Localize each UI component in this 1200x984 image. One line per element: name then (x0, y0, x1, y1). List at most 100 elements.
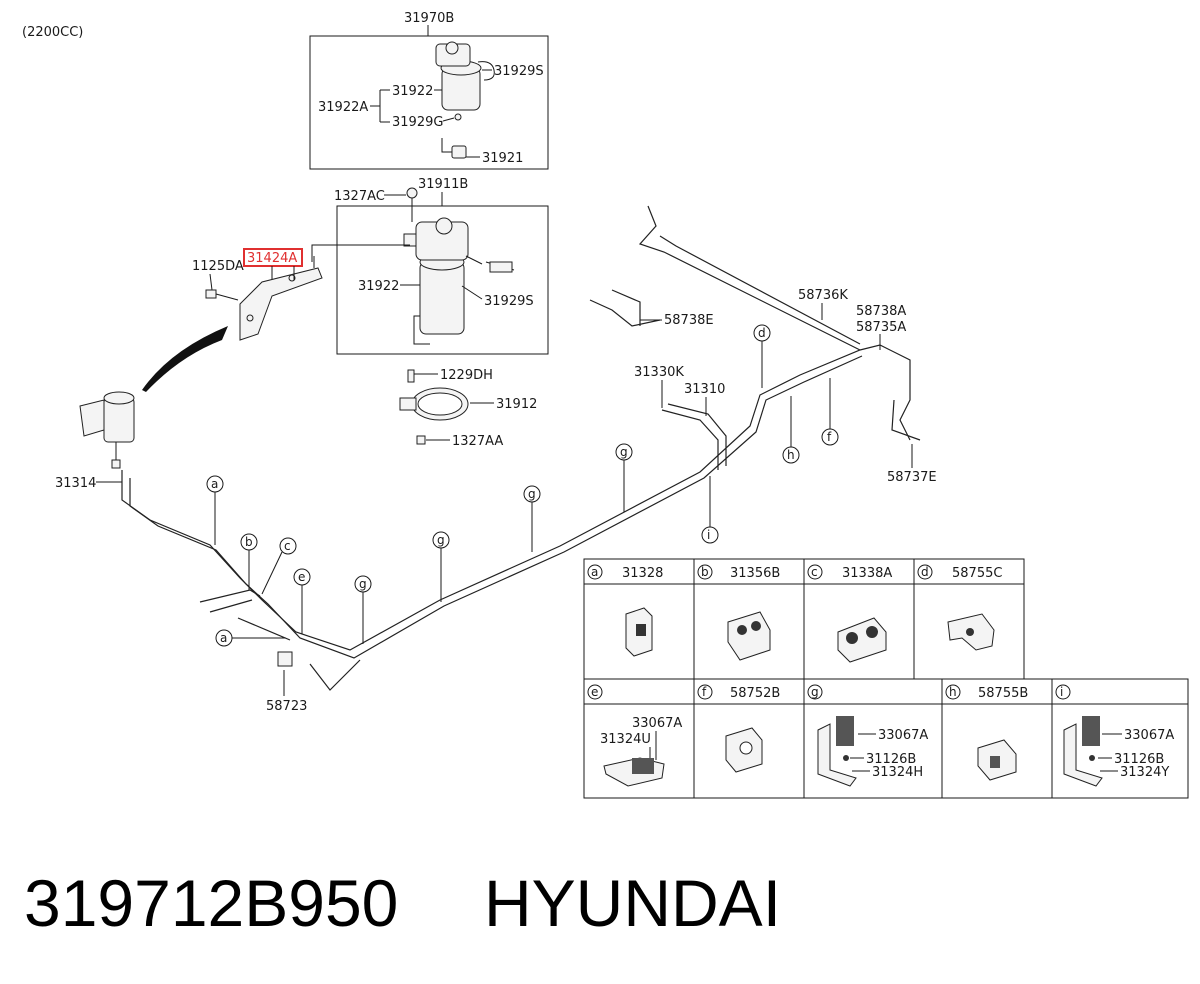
svg-text:g: g (620, 445, 628, 459)
label-31912[interactable]: 31912 (496, 397, 537, 412)
engine-filter-drawing (79, 391, 135, 469)
callout-a1[interactable]: a (206, 475, 224, 545)
part-number: 319712B950 (24, 866, 398, 940)
svg-text:f: f (702, 685, 707, 699)
svg-text:h: h (787, 448, 795, 462)
svg-text:c: c (811, 565, 818, 579)
label-58723[interactable]: 58723 (266, 699, 307, 714)
svg-text:g: g (811, 685, 819, 699)
svg-text:31356B: 31356B (730, 566, 780, 581)
svg-text:i: i (1060, 685, 1063, 699)
label-31929S-mid[interactable]: 31929S (484, 294, 534, 309)
label-31310[interactable]: 31310 (684, 382, 725, 397)
label-e-33067A[interactable]: 33067A (632, 716, 682, 731)
svg-text:f: f (827, 430, 832, 444)
legend-cell-a[interactable]: a 31328 (587, 564, 663, 581)
clip-31338A-icon (837, 617, 887, 663)
svg-text:b: b (701, 565, 709, 579)
callout-c[interactable]: c (261, 537, 297, 595)
label-1327AA[interactable]: 1327AA (452, 434, 503, 449)
bracket-i-icon (1063, 716, 1103, 787)
legend-cell-c[interactable]: c 31338A (807, 564, 892, 581)
callout-g3[interactable]: g (523, 485, 541, 552)
legend-cell-h[interactable]: h 58755B (945, 684, 1028, 701)
svg-text:g: g (359, 577, 367, 591)
callout-d[interactable]: d (753, 324, 771, 388)
clip-58723-icon (277, 651, 293, 667)
pointer-arrow (142, 326, 228, 392)
label-31922-mid[interactable]: 31922 (358, 279, 399, 294)
svg-text:a: a (220, 631, 227, 645)
svg-text:g: g (528, 487, 536, 501)
svg-text:e: e (591, 685, 598, 699)
svg-text:58755B: 58755B (978, 686, 1028, 701)
label-1125DA[interactable]: 1125DA (192, 259, 244, 274)
svg-text:d: d (921, 565, 929, 579)
svg-text:g: g (437, 533, 445, 547)
legend-cell-i[interactable]: i (1055, 684, 1071, 700)
callout-b[interactable]: b (240, 533, 258, 590)
label-58738E[interactable]: 58738E (664, 313, 714, 328)
label-g-31324H[interactable]: 31324H (872, 765, 923, 780)
label-31922-top[interactable]: 31922 (392, 84, 433, 99)
legend-cell-d[interactable]: d 58755C (917, 564, 1002, 581)
svg-text:b: b (245, 535, 253, 549)
filter-assembly-box-top (309, 35, 549, 170)
legend-table (583, 558, 1189, 799)
legend-cell-g[interactable]: g (807, 684, 823, 700)
label-31929G[interactable]: 31929G (392, 115, 443, 130)
label-31922A[interactable]: 31922A (318, 100, 368, 115)
svg-text:31338A: 31338A (842, 566, 892, 581)
svg-text:i: i (707, 528, 710, 542)
variant-label: (2200CC) (22, 25, 83, 40)
label-i-33067A[interactable]: 33067A (1124, 728, 1174, 743)
legend-cell-e[interactable]: e (587, 684, 603, 700)
label-31330K[interactable]: 31330K (634, 365, 684, 380)
label-58738A[interactable]: 58738A (856, 304, 906, 319)
svg-text:58752B: 58752B (730, 686, 780, 701)
label-i-31126B[interactable]: 31126B (1114, 752, 1164, 767)
label-1327AC[interactable]: 1327AC (334, 189, 385, 204)
label-31424A[interactable]: 31424A (247, 251, 297, 266)
callout-a2[interactable]: a (215, 629, 286, 647)
callout-i[interactable]: i (701, 476, 719, 544)
nut-icon (406, 187, 418, 199)
bracket-g-icon (817, 716, 857, 787)
label-58735A[interactable]: 58735A (856, 320, 906, 335)
callout-g2[interactable]: g (432, 531, 450, 602)
legend-cell-b[interactable]: b 31356B (697, 564, 780, 581)
label-31929S-top[interactable]: 31929S (494, 64, 544, 79)
label-31911B[interactable]: 31911B (418, 177, 468, 192)
clip-31328-icon (625, 607, 653, 657)
label-g-31126B[interactable]: 31126B (866, 752, 916, 767)
callout-g1[interactable]: g (354, 575, 372, 644)
label-31970B[interactable]: 31970B (404, 11, 454, 26)
label-e-31324U[interactable]: 31324U (600, 732, 651, 747)
highlight-box-31424A (243, 248, 303, 267)
svg-text:h: h (949, 685, 957, 699)
label-g-33067A[interactable]: 33067A (878, 728, 928, 743)
callout-h[interactable]: h (782, 396, 800, 464)
label-1229DH[interactable]: 1229DH (440, 368, 493, 383)
fuel-lines (121, 205, 921, 691)
legend-cell-f[interactable]: f 58752B (697, 684, 780, 701)
label-58736K[interactable]: 58736K (798, 288, 848, 303)
svg-text:a: a (211, 477, 218, 491)
label-31921[interactable]: 31921 (482, 151, 523, 166)
callout-e[interactable]: e (293, 568, 311, 634)
callout-f[interactable]: f (821, 378, 839, 446)
callout-g4[interactable]: g (615, 443, 633, 512)
fuel-filter-drawing-top (435, 41, 495, 159)
label-58737E[interactable]: 58737E (887, 470, 937, 485)
label-31314[interactable]: 31314 (55, 476, 96, 491)
svg-text:e: e (298, 570, 305, 584)
brand-name: HYUNDAI (484, 866, 781, 940)
label-i-31324Y[interactable]: 31324Y (1120, 765, 1169, 780)
svg-text:31328: 31328 (622, 566, 663, 581)
bracket-31424A-drawing (205, 256, 323, 341)
filter-assembly-box-mid (336, 205, 549, 355)
svg-text:c: c (284, 539, 291, 553)
fuel-filter-drawing-mid (403, 198, 515, 345)
svg-text:a: a (591, 565, 598, 579)
